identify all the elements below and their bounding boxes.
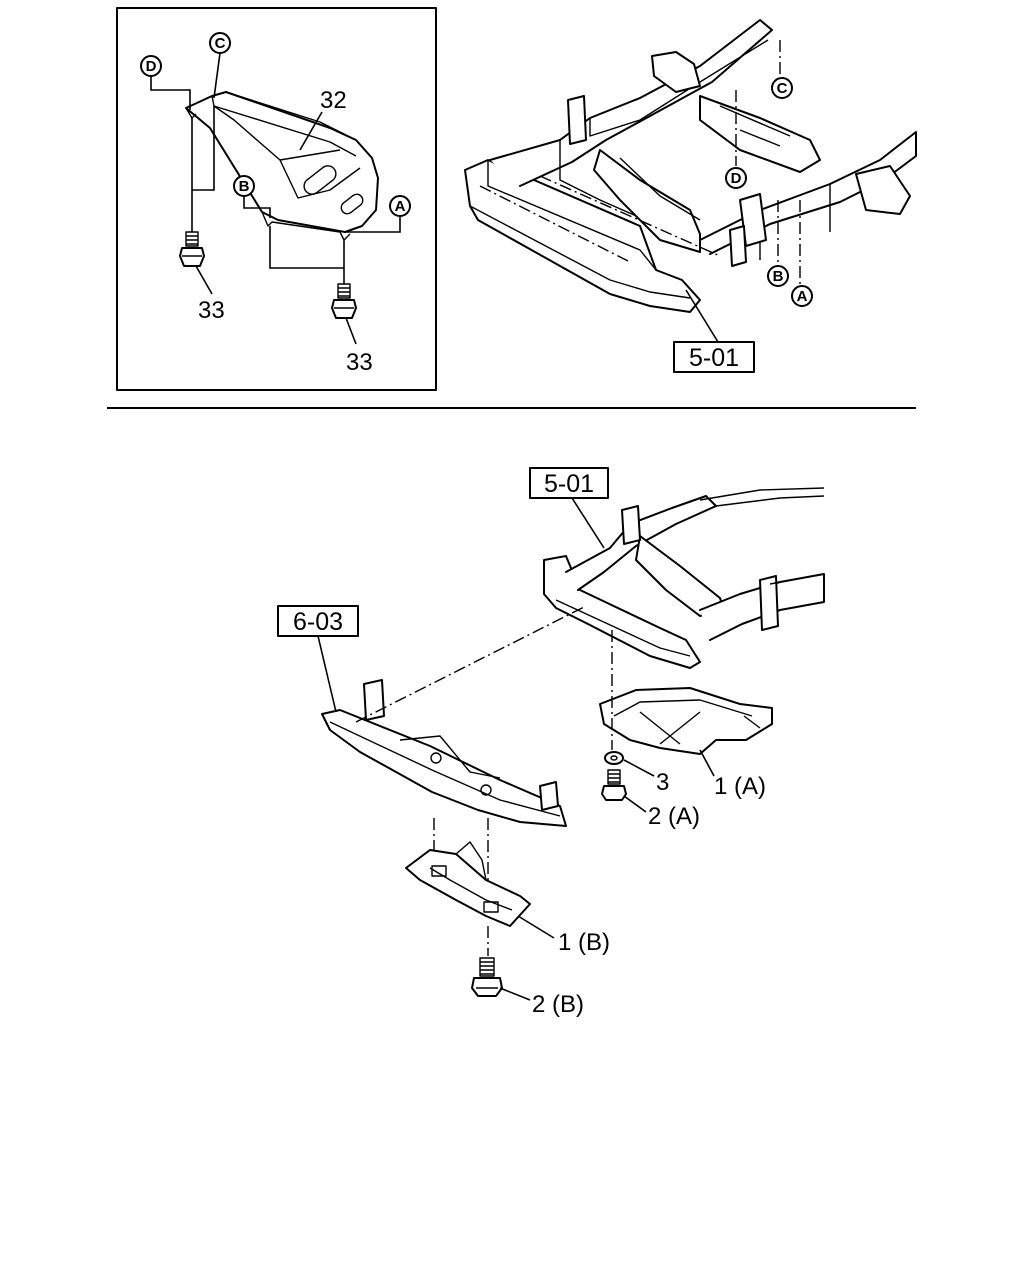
detail-callout-b: B [233,175,271,218]
exploded-frame-drawing [543,487,825,669]
frame-callout-a: A [791,200,813,307]
svg-text:C: C [777,80,788,97]
cover-1a-drawing [599,687,773,755]
label-3: 3 [656,769,669,796]
frame-view: C D B A 5-01 [464,19,917,373]
frame-drawing [464,19,917,313]
label-2b: 2 (B) [532,991,584,1018]
frame-callout-c: C [771,40,793,99]
frame-callout-d: D [725,90,747,189]
label-33-upper: 33 [198,297,225,324]
svg-text:D: D [731,170,742,187]
cover-1b-drawing [405,841,531,927]
svg-text:A: A [797,288,808,305]
label-33-lower: 33 [346,349,373,376]
detail-box: D C B A 32 33 33 [116,7,437,391]
label-32: 32 [320,87,347,114]
bolt-2a [601,769,627,801]
exploded-reference-6-03: 6-03 [277,605,359,713]
svg-text:C: C [215,35,226,52]
bolt-2b [471,957,503,997]
detail-callout-c: C [209,32,231,99]
label-2a: 2 (A) [648,803,700,830]
exploded-view: 5-01 6-03 [277,467,825,1018]
exploded-reference-5-01: 5-01 [529,467,609,549]
label-1b: 1 (B) [558,929,610,956]
svg-text:B: B [239,178,250,195]
washer-3 [604,751,624,765]
svg-text:5-01: 5-01 [544,470,594,498]
svg-text:5-01: 5-01 [689,344,739,372]
frame-callout-b: B [767,200,789,287]
bolt-33-lower [331,283,357,319]
svg-text:B: B [773,268,784,285]
frame-reference-5-01: 5-01 [673,289,755,373]
detail-box-border [116,7,437,391]
crossmember-6-03-drawing [321,679,567,827]
label-1a: 1 (A) [714,773,766,800]
svg-text:D: D [146,58,157,75]
svg-text:A: A [395,198,406,215]
detail-callout-a: A [344,195,411,233]
detail-callout-d: D [140,55,191,110]
svg-text:6-03: 6-03 [293,608,343,636]
bolt-33-upper [179,231,205,267]
